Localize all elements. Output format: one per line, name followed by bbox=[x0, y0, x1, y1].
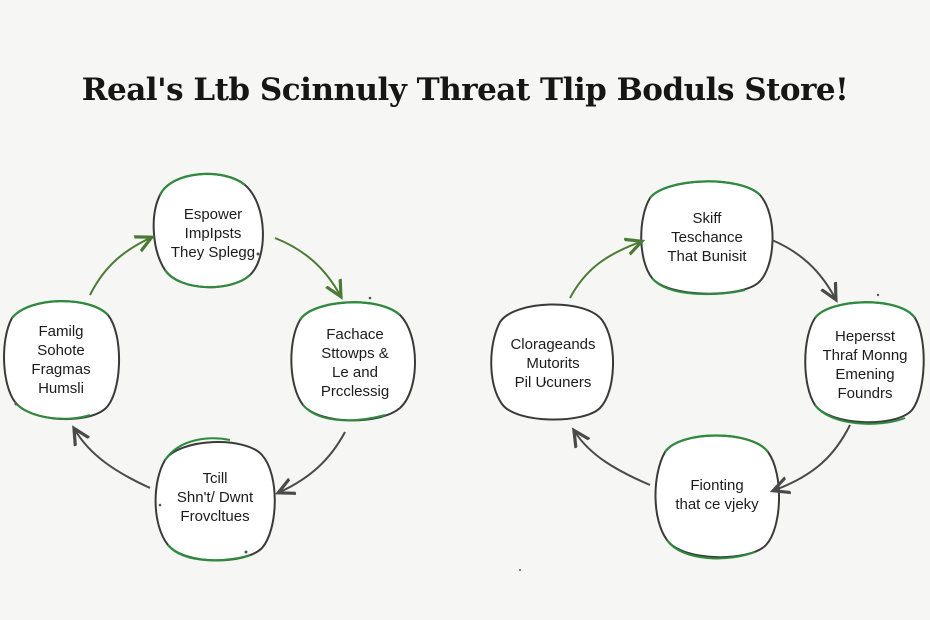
diagram-title: Real's Ltb Scinnuly Threat Tlip Boduls S… bbox=[81, 72, 849, 108]
left-node-left-ring bbox=[3, 300, 121, 421]
left-node-bottom: Tcill Shn't/ Dwnt Frovcltues bbox=[176, 469, 254, 525]
left-node-left: Familg Sohote Fragmas Humsli bbox=[31, 323, 91, 397]
right-node-bottom: Fionting that ce vjeky bbox=[675, 477, 759, 513]
right-arrow-bottom-to-left bbox=[575, 432, 651, 486]
left-arrow-bottom-to-left bbox=[75, 430, 151, 489]
left-arrow-left-to-top bbox=[89, 238, 150, 296]
left-node-right: Fachace Sttowps & Le and Prcclessig bbox=[320, 326, 390, 400]
left-arrow-top-to-right bbox=[274, 237, 340, 295]
right-arrow-top-to-right bbox=[771, 239, 835, 298]
right-node-right-ring bbox=[804, 301, 925, 425]
left-node-top: Espower ImpIpsts They Splegg bbox=[170, 205, 256, 261]
right-arrow-left-to-top bbox=[569, 242, 640, 299]
left-node-bottom-ring bbox=[154, 437, 276, 562]
right-node-top: Skiff Teschance That Bunisit bbox=[667, 209, 747, 265]
speckles bbox=[14, 252, 880, 571]
right-node-right: Hepersst Thraf Monng Emening Foundrs bbox=[822, 328, 908, 402]
right-arrow-right-to-bottom bbox=[775, 424, 851, 490]
right-node-left-ring bbox=[490, 303, 614, 421]
left-arrow-right-to-bottom bbox=[280, 431, 346, 492]
right-node-top-ring bbox=[640, 180, 774, 296]
right-node-bottom-ring bbox=[654, 434, 781, 560]
left-node-right-ring bbox=[290, 301, 416, 422]
right-node-left: Clorageands Mutorits Pil Ucuners bbox=[510, 335, 596, 391]
left-node-top-ring bbox=[152, 172, 264, 289]
